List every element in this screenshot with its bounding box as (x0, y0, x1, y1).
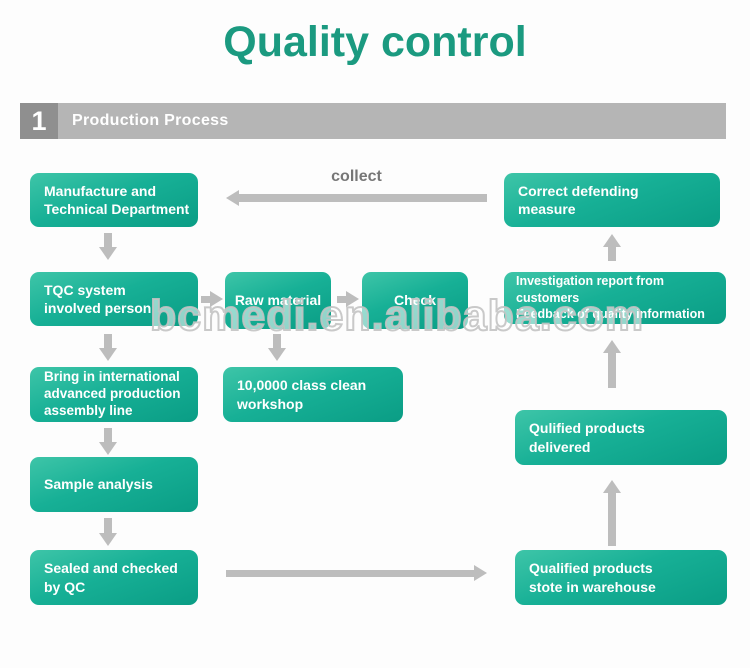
arrow-down-icon (268, 334, 286, 361)
flow-box-products-delivered: Qulified products delivered (515, 410, 727, 465)
arrow-up-icon (603, 480, 621, 546)
flow-box-check: Check (362, 272, 468, 329)
arrow-right-icon (226, 565, 487, 581)
flow-box-sealed-checked: Sealed and checked by QC (30, 550, 198, 605)
flow-box-investigation-report: Investigation report from customers Feed… (504, 272, 726, 324)
section-header-bar: 1 Production Process (20, 103, 726, 139)
arrow-up-icon (603, 340, 621, 388)
section-label: Production Process (72, 112, 229, 129)
flow-box-manufacture: Manufacture and Technical Department (30, 173, 198, 227)
flow-box-sample-analysis: Sample analysis (30, 457, 198, 512)
arrow-left-icon (226, 190, 487, 206)
arrow-down-icon (99, 428, 117, 455)
arrow-right-icon (337, 291, 359, 307)
flow-box-products-warehouse: Qualified products stote in warehouse (515, 550, 727, 605)
page-title: Quality control (223, 18, 527, 66)
section-number: 1 (20, 103, 58, 139)
flow-box-tqc-system: TQC system involved person (30, 272, 198, 326)
collect-label: collect (331, 168, 382, 185)
flow-box-assembly-line: Bring in international advanced producti… (30, 367, 198, 422)
flow-box-raw-material: Raw material (225, 272, 331, 329)
arrow-up-icon (603, 234, 621, 261)
arrow-down-icon (99, 334, 117, 361)
arrow-down-icon (99, 233, 117, 260)
flow-box-clean-workshop: 10,0000 class clean workshop (223, 367, 403, 422)
arrow-down-icon (99, 518, 117, 546)
flow-box-correct-measure: Correct defending measure (504, 173, 720, 227)
arrow-right-icon (201, 291, 223, 307)
